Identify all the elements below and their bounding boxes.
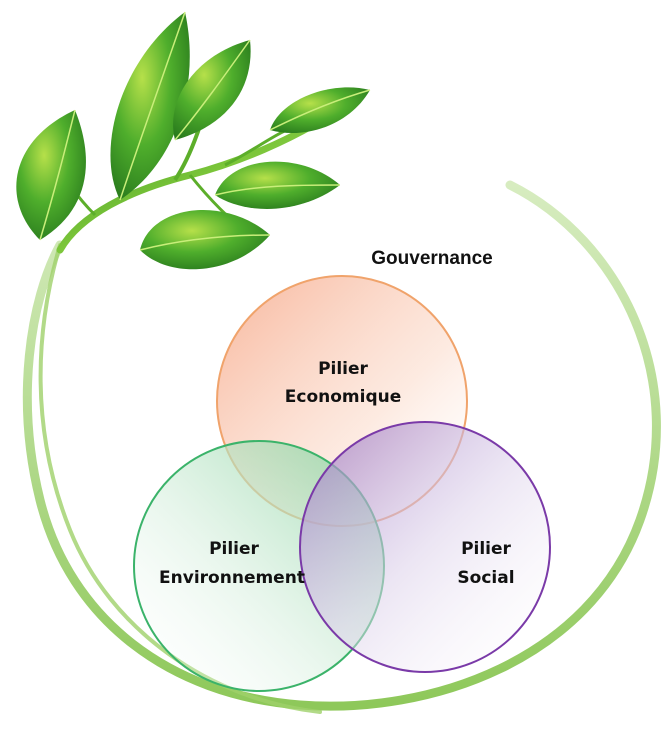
label-line: Pilier [461, 539, 511, 559]
diagram-title: Gouvernance [371, 248, 492, 269]
venn-circles [133, 275, 551, 692]
leaf-branch-icon [16, 11, 371, 270]
label-pilier-economique: Pilier Economique [285, 359, 402, 407]
label-line: Environnement [159, 568, 305, 588]
circle-pilier-social [299, 421, 551, 673]
label-line: Pilier [209, 539, 259, 559]
label-pilier-social: Pilier Social [457, 539, 514, 588]
label-line: Economique [285, 387, 402, 407]
label-pilier-environnement: Pilier Environnement [159, 539, 305, 588]
label-line: Social [457, 568, 514, 588]
label-line: Pilier [318, 359, 368, 379]
